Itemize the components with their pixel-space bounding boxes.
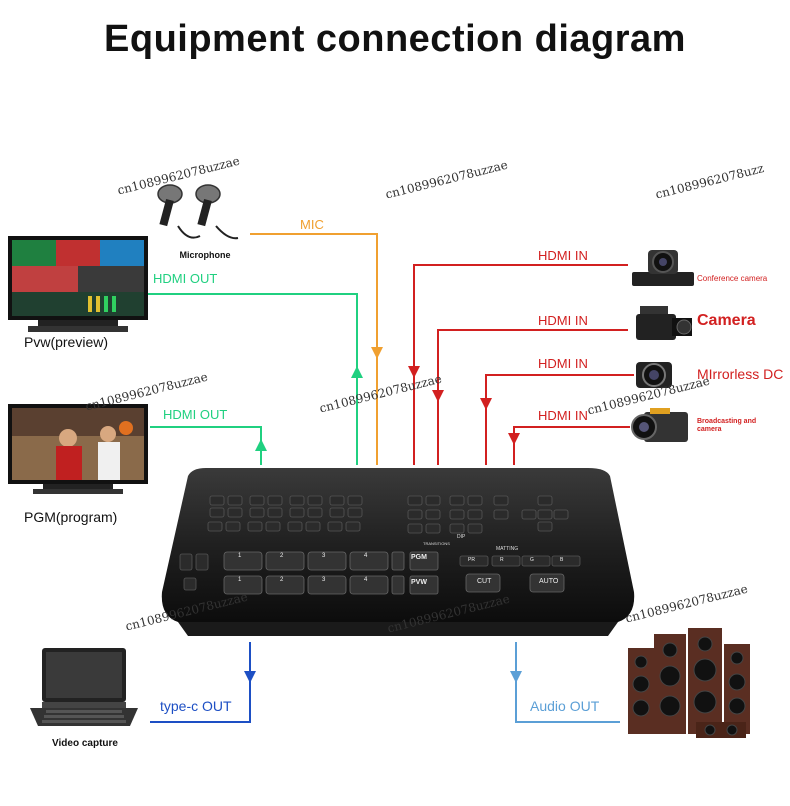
mirrorless-camera-icon [636,362,672,388]
hdmi-out-preview-line [148,293,363,465]
mic-line [250,233,383,465]
audio-out-line [510,642,620,723]
preview-monitor-icon [8,236,148,332]
pgm-button-4[interactable]: 4 [364,553,368,559]
transitions-label: TRANSITIONS [423,541,450,546]
pvw-button-3[interactable]: 3 [322,577,326,583]
conference-camera-icon [632,250,694,286]
cut-button[interactable]: CUT [477,578,492,585]
typec-out-label: type-c OUT [160,698,232,714]
speakers-icon [628,628,750,738]
matting-label: MATTING [496,546,519,552]
camera-icon [636,306,692,340]
mic-label: MIC [300,217,324,232]
pvw-button-2[interactable]: 2 [280,577,284,583]
hdmi-out-preview-label: HDMI OUT [153,271,218,286]
pgm-label: PGM [411,554,427,561]
pgm-button-2[interactable]: 2 [280,553,284,559]
preview-label: Pvw(preview) [24,334,109,350]
hdmi-in-4-label: HDMI IN [538,408,588,423]
broadcasting-camera-icon [631,408,688,442]
hdmi-in-1-line [408,264,628,465]
auto-button[interactable]: AUTO [539,578,559,585]
program-monitor-icon [8,404,148,494]
program-label: PGM(program) [24,509,118,525]
video-capture-label: Video capture [52,738,118,749]
laptop-icon [30,648,138,726]
matting-button-g[interactable]: G [530,557,534,563]
pgm-button-1[interactable]: 1 [238,553,242,559]
matting-button-b[interactable]: B [560,557,564,563]
hdmi-in-2-line [432,329,628,465]
microphone-icon [157,184,239,240]
switcher-console [161,468,635,636]
matting-button-pr[interactable]: PR [468,557,475,563]
camera-label: Camera [697,312,756,329]
page-title: Equipment connection diagram [104,18,686,60]
hdmi-in-2-label: HDMI IN [538,313,588,328]
broadcasting-label: Broadcasting and camera [697,418,757,433]
pgm-button-3[interactable]: 3 [322,553,326,559]
hdmi-out-program-line [150,426,267,465]
pvw-button-4[interactable]: 4 [364,577,368,583]
audio-out-label: Audio OUT [530,698,600,714]
conference-camera-label: Conference camera [697,274,768,283]
hdmi-in-3-label: HDMI IN [538,356,588,371]
typec-out-line [150,642,256,723]
dip-button[interactable]: DIP [457,534,466,540]
hdmi-in-4-line [508,426,630,465]
pvw-button-1[interactable]: 1 [238,577,242,583]
pvw-label: PVW [411,579,427,586]
microphone-label: Microphone [179,250,231,260]
hdmi-in-1-label: HDMI IN [538,248,588,263]
hdmi-out-program-label: HDMI OUT [163,407,228,422]
matting-button-r[interactable]: R [500,557,504,563]
hdmi-in-3-line [480,374,634,465]
mirrorless-label: MIrrorless DC [697,366,784,382]
